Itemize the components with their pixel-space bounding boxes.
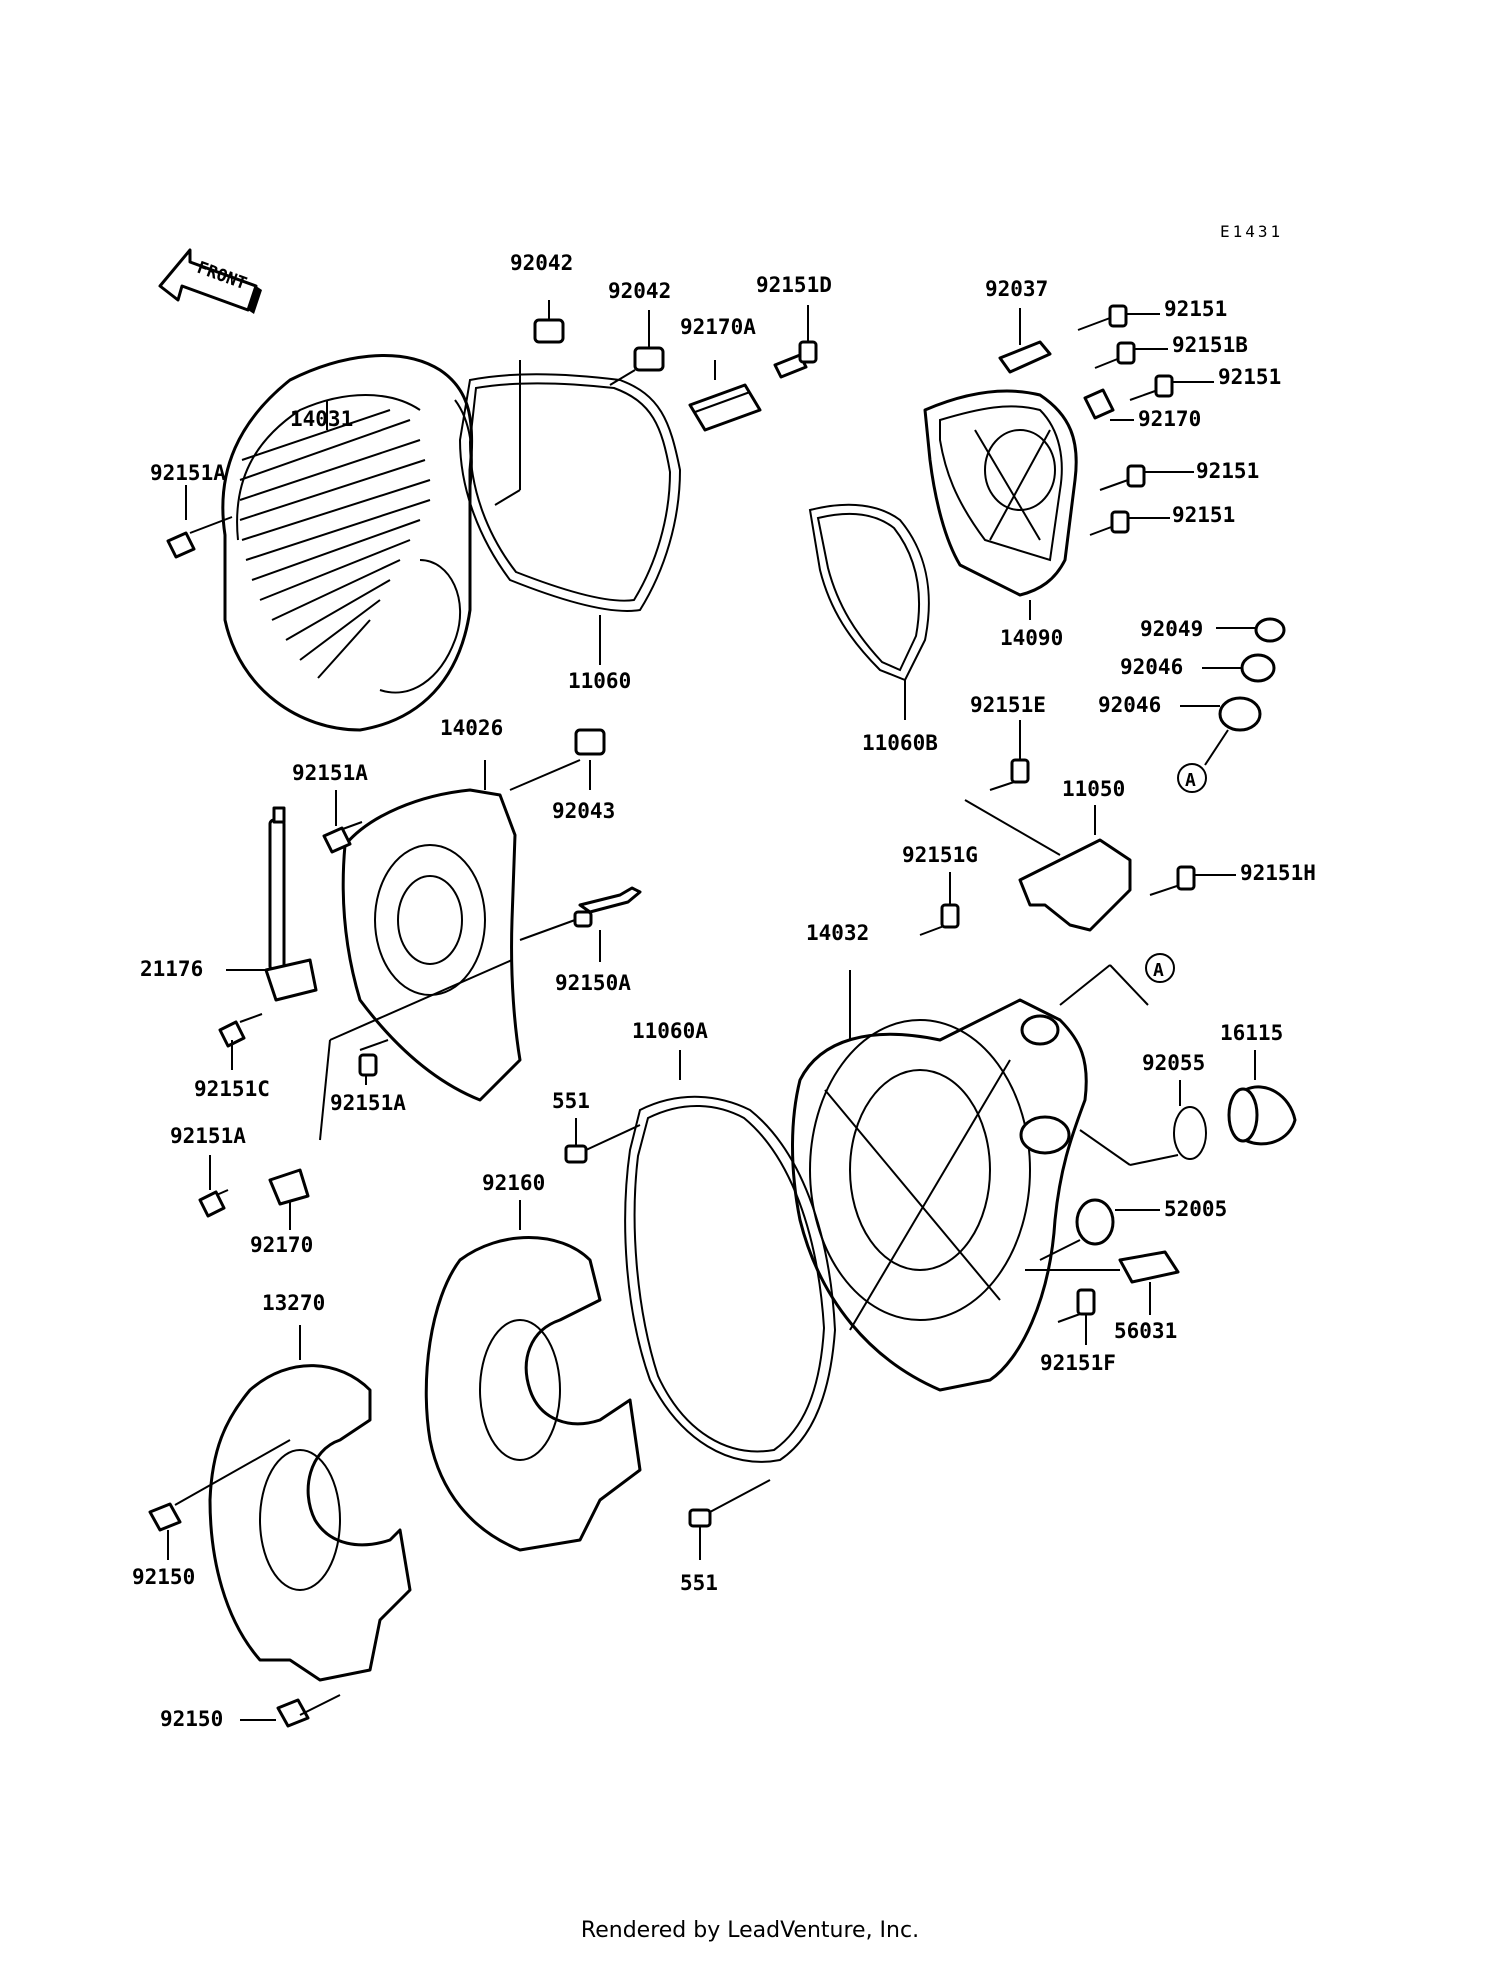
- label-92151-4: 92151: [1172, 503, 1235, 527]
- gasket-11060A: [624, 1095, 837, 1463]
- label-92042-a: 92042: [510, 251, 573, 275]
- label-14032: 14032: [806, 921, 869, 945]
- label-92055: 92055: [1142, 1051, 1205, 1075]
- label-92150-2: 92150: [160, 1707, 223, 1731]
- label-92151A-3: 92151A: [330, 1091, 406, 1115]
- gasket-11060: [458, 373, 682, 612]
- label-92042-b: 92042: [608, 279, 671, 303]
- label-92151E: 92151E: [970, 693, 1046, 717]
- pickup-cover-14090: [923, 389, 1078, 597]
- label-14031: 14031: [290, 407, 353, 431]
- label-11050: 11050: [1062, 777, 1125, 801]
- label-92151H: 92151H: [1240, 861, 1316, 885]
- label-92046-1: 92046: [1120, 655, 1183, 679]
- label-92170A: 92170A: [680, 315, 756, 339]
- label-92151G: 92151G: [902, 843, 978, 867]
- label-52005: 52005: [1164, 1197, 1227, 1221]
- label-92151-2: 92151: [1218, 365, 1281, 389]
- label-11060: 11060: [568, 669, 631, 693]
- label-92160: 92160: [482, 1171, 545, 1195]
- cover-14026: [341, 788, 522, 1102]
- label-92151A-4: 92151A: [170, 1124, 246, 1148]
- label-92037: 92037: [985, 277, 1048, 301]
- label-92151C: 92151C: [194, 1077, 270, 1101]
- gasket-11060B: [808, 503, 930, 682]
- sensor-21176: [264, 806, 318, 1002]
- label-92150-1: 92150: [132, 1565, 195, 1589]
- label-14026: 14026: [440, 716, 503, 740]
- label-A-2: A: [1153, 960, 1164, 981]
- shield-92160: [424, 1236, 642, 1552]
- label-A-1: A: [1185, 770, 1196, 791]
- label-92170-top: 92170: [1138, 407, 1201, 431]
- label-92151A-1: 92151A: [150, 461, 226, 485]
- label-11060A: 11060A: [632, 1019, 708, 1043]
- label-16115: 16115: [1220, 1021, 1283, 1045]
- label-92049: 92049: [1140, 617, 1203, 641]
- label-92046-2: 92046: [1098, 693, 1161, 717]
- bracket-11050: [1018, 838, 1132, 932]
- label-92170-low: 92170: [250, 1233, 313, 1257]
- label-21176: 21176: [140, 957, 203, 981]
- label-92151A-2: 92151A: [292, 761, 368, 785]
- label-13270: 13270: [262, 1291, 325, 1315]
- front-arrow-icon: FRONT: [158, 248, 262, 314]
- diagram-code: E1431: [1220, 222, 1284, 241]
- label-92151-3: 92151: [1196, 459, 1259, 483]
- label-92043: 92043: [552, 799, 615, 823]
- generator-cover-14031: [221, 354, 474, 732]
- label-92151F: 92151F: [1040, 1351, 1116, 1375]
- label-92151-1: 92151: [1164, 297, 1227, 321]
- label-551-1: 551: [552, 1089, 590, 1113]
- clutch-cover-14032: [791, 998, 1088, 1392]
- footer-credit: Rendered by LeadVenture, Inc.: [580, 1918, 920, 1943]
- shield-13270: [208, 1364, 412, 1682]
- label-551-2: 551: [680, 1571, 718, 1595]
- label-56031: 56031: [1114, 1319, 1177, 1343]
- label-14090: 14090: [1000, 626, 1063, 650]
- oil-cap-16115: [1243, 1085, 1297, 1146]
- label-92151B: 92151B: [1172, 333, 1248, 357]
- label-92150A: 92150A: [555, 971, 631, 995]
- bolts-92151-group: [1077, 304, 1214, 536]
- label-92151D: 92151D: [756, 273, 832, 297]
- label-11060B: 11060B: [862, 731, 938, 755]
